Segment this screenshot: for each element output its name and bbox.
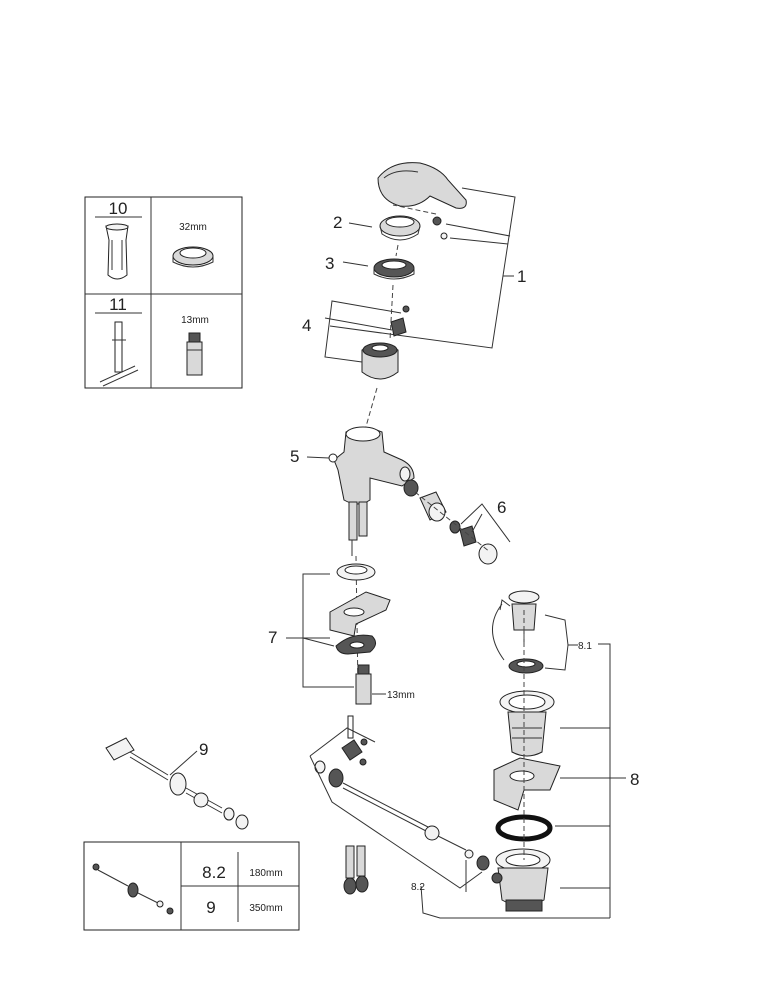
tool-11-key-icon bbox=[99, 321, 139, 387]
extension-rod bbox=[105, 737, 249, 830]
aerator-set bbox=[403, 479, 498, 565]
retaining-nut bbox=[373, 258, 415, 280]
callout-8-2: 8.2 bbox=[411, 882, 425, 893]
rod-thumbnail-icon bbox=[92, 863, 174, 915]
tools-table: 10 11 32mm 13mm bbox=[84, 196, 243, 389]
callout-9: 9 bbox=[199, 740, 208, 759]
pop-up-stopper bbox=[492, 590, 544, 674]
callout-3: 3 bbox=[325, 254, 334, 273]
drain-flange bbox=[499, 690, 555, 757]
rod-8-2-length: 180mm bbox=[249, 868, 282, 879]
rod-8-2-id: 8.2 bbox=[202, 863, 226, 882]
faucet-body bbox=[328, 426, 415, 505]
callout-8: 8 bbox=[630, 770, 639, 789]
rods-table: 8.2 180mm 9 350mm bbox=[83, 841, 300, 931]
callout-4: 4 bbox=[302, 316, 311, 335]
cartridge bbox=[361, 305, 410, 380]
callout-5: 5 bbox=[290, 447, 299, 466]
tool-10-sleeve-icon bbox=[105, 223, 129, 280]
pop-up-rod-assembly bbox=[314, 715, 490, 871]
lever-handle bbox=[377, 162, 467, 240]
rod-9-length: 350mm bbox=[249, 903, 282, 914]
tool-10-number: 10 bbox=[109, 199, 128, 218]
callout-8-1: 8.1 bbox=[578, 641, 592, 652]
tool-11-size: 13mm bbox=[181, 315, 209, 326]
tool-10-size: 32mm bbox=[179, 222, 207, 233]
cap-ring bbox=[379, 215, 421, 241]
aerator-13mm-label: 13mm bbox=[387, 690, 415, 701]
callout-6: 6 bbox=[497, 498, 506, 517]
callout-7: 7 bbox=[268, 628, 277, 647]
drain-gasket-wedge bbox=[493, 757, 561, 811]
supply-hoses bbox=[343, 845, 369, 895]
callout-1: 1 bbox=[517, 267, 526, 286]
mounting-set bbox=[329, 563, 391, 705]
aerator-13mm-icon bbox=[186, 332, 203, 376]
tool-11-number: 11 bbox=[109, 295, 127, 314]
ring-32mm-icon bbox=[172, 246, 214, 268]
callout-2: 2 bbox=[333, 213, 342, 232]
flex-hoses bbox=[348, 501, 368, 556]
rod-9-id: 9 bbox=[206, 898, 215, 917]
drain-body bbox=[491, 848, 551, 912]
